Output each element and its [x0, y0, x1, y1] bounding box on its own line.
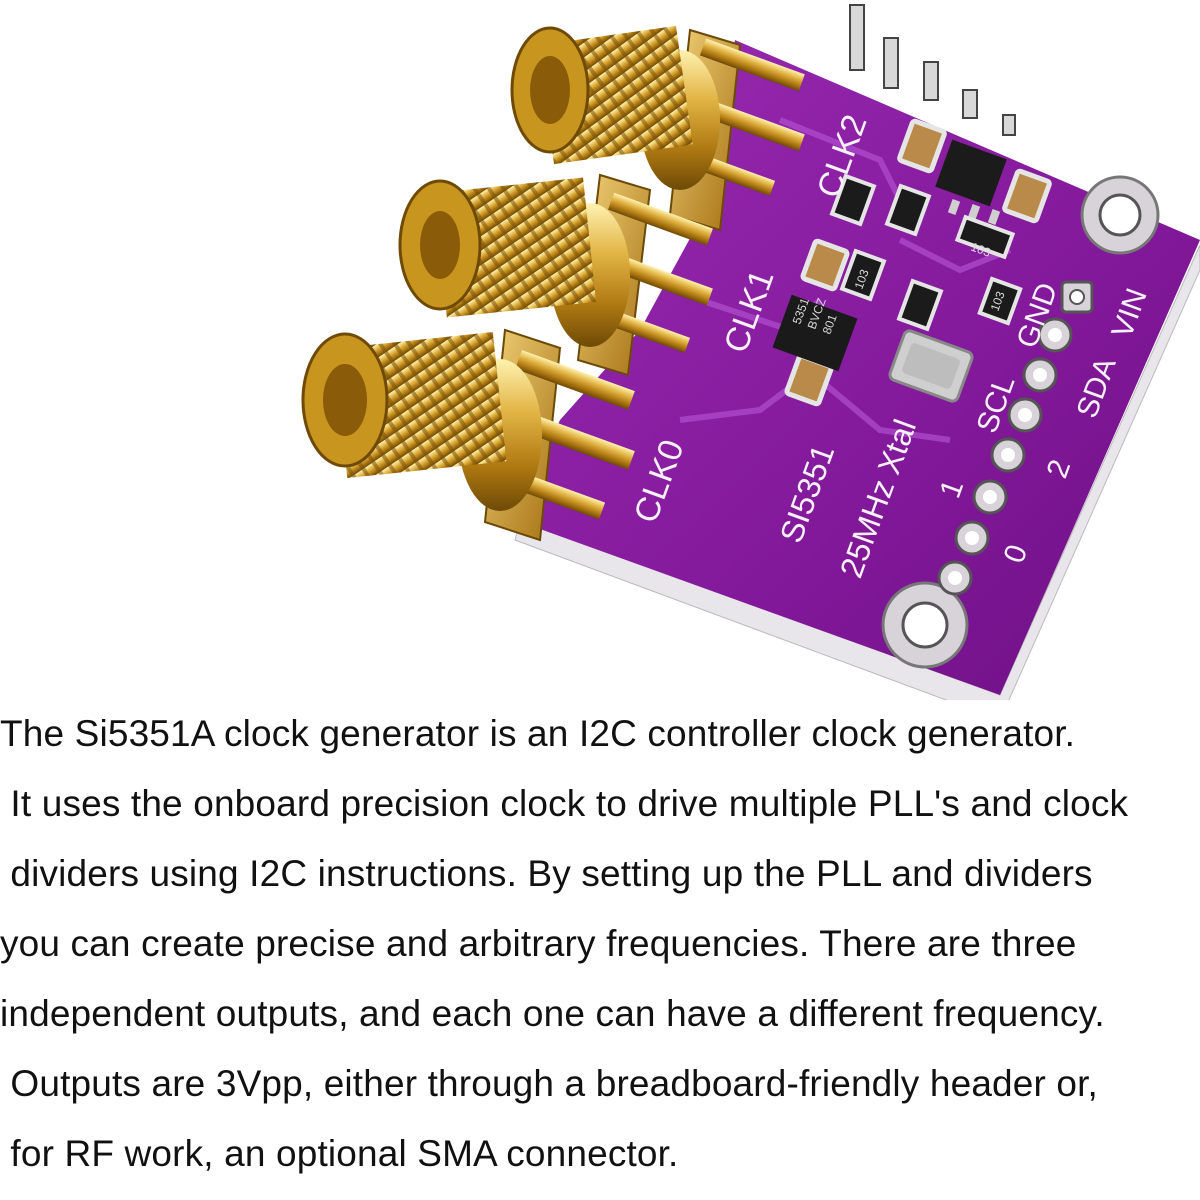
- description-line-2: It uses the onboard precision clock to d…: [0, 783, 1129, 824]
- resistor-marking-3: 103: [988, 289, 1008, 313]
- description-line-3: dividers using I2C instructions. By sett…: [0, 853, 1093, 894]
- chip-marking-3: 801: [820, 312, 840, 336]
- description-line-5: independent outputs, and each one can ha…: [0, 993, 1105, 1034]
- mounting-hole-top: [1080, 175, 1160, 255]
- product-description: The Si5351A clock generator is an I2C co…: [0, 700, 1200, 1200]
- smd-components: [772, 118, 1052, 407]
- description-line-6: Outputs are 3Vpp, either through a bread…: [0, 1063, 1098, 1104]
- product-photo: 5351 BVCZ 801 103 103 103 CLK2 CLK1 CLK0…: [301, 4, 1200, 700]
- resistor-marking-1: 103: [969, 240, 993, 260]
- mounting-hole-bottom: [881, 581, 969, 669]
- resistor-marking-2: 103: [852, 267, 872, 291]
- description-line-7: for RF work, an optional SMA connector.: [0, 1133, 679, 1174]
- description-line-4: you can create precise and arbitrary fre…: [0, 923, 1077, 964]
- header-pins: [849, 4, 1016, 136]
- sma-connector-clk1: [398, 173, 713, 377]
- sma-connector-clk0: [301, 328, 635, 542]
- description-line-1: The Si5351A clock generator is an I2C co…: [0, 713, 1076, 754]
- sma-connector-clk2: [510, 25, 805, 232]
- header-pads: [937, 280, 1094, 596]
